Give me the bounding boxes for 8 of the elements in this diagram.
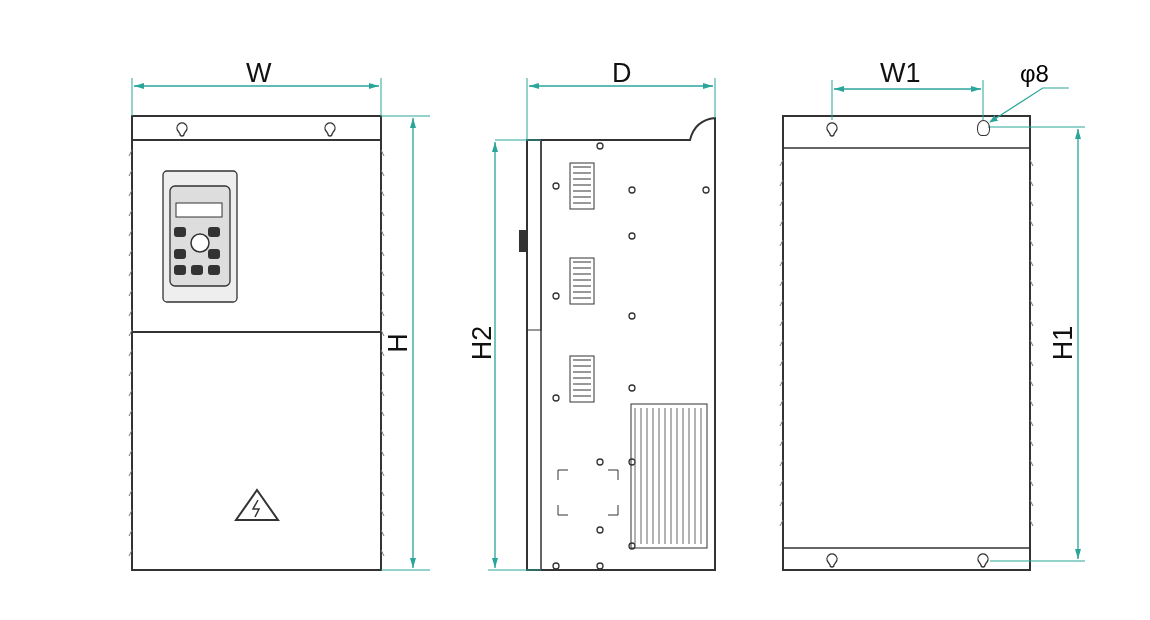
dimension-label: W1: [880, 60, 921, 87]
dimension-label: H1: [1049, 325, 1077, 361]
dimension-label: H2: [468, 325, 496, 361]
dimension-label: φ8: [1020, 60, 1058, 88]
leader-line: [989, 87, 1070, 123]
dimension-label: H: [384, 333, 412, 353]
dimension-label: W: [246, 60, 272, 87]
dimension-label: D: [612, 60, 632, 87]
